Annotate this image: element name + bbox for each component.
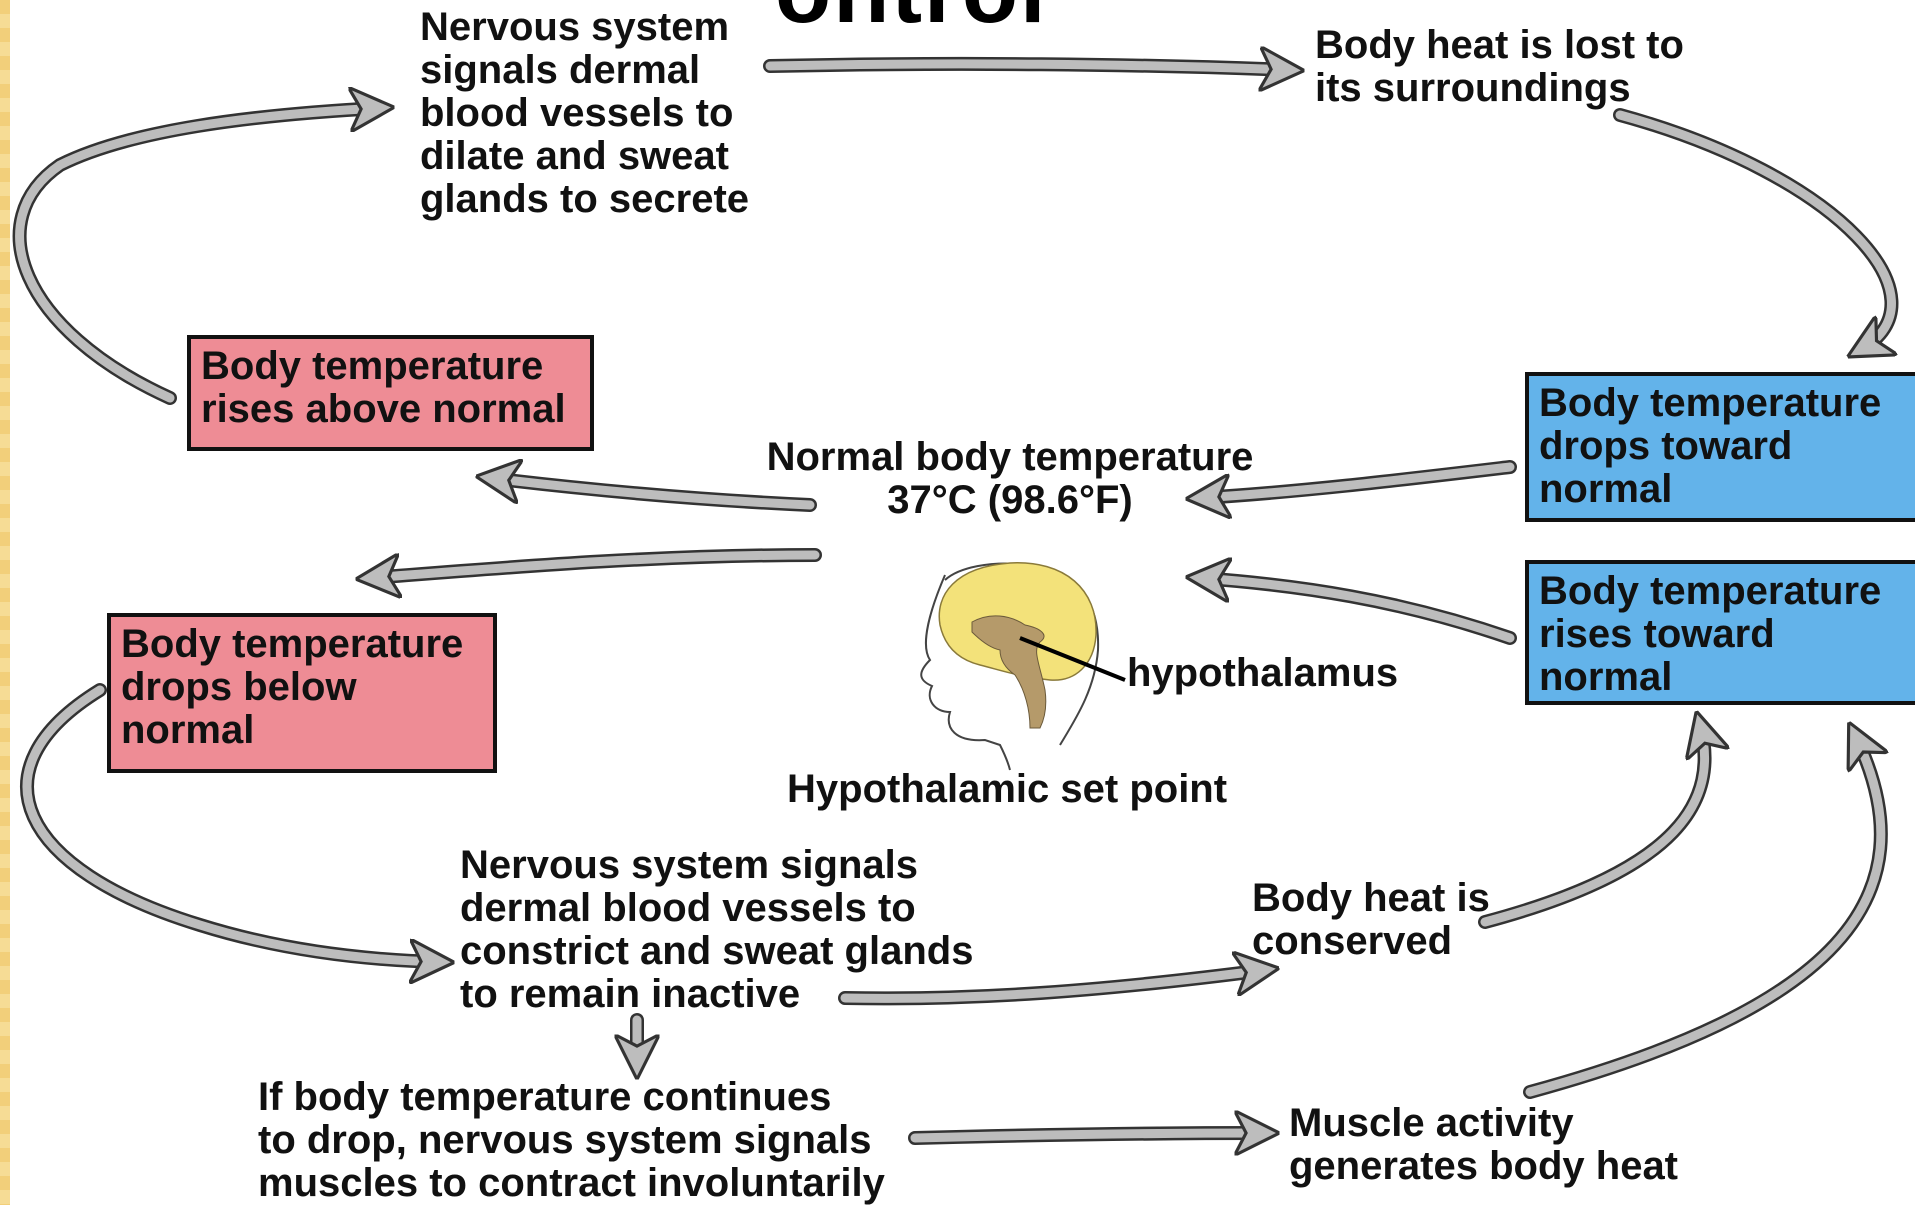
text-continues-drop: If body temperature continues to drop, n… — [258, 1076, 885, 1205]
text-normal-body-temperature: Normal body temperature 37°C (98.6°F) — [740, 436, 1280, 522]
label-hypothalamus: hypothalamus — [1127, 652, 1398, 695]
text-nervous-dilate: Nervous system signals dermal blood vess… — [420, 6, 749, 221]
label-hypothalamic-set-point: Hypothalamic set point — [787, 768, 1227, 811]
arrow-rises-toward-to-normal — [1200, 578, 1510, 638]
arrow-heat-conserved-to-rises-toward — [1485, 725, 1705, 922]
text-heat-conserved: Body heat is conserved — [1252, 877, 1490, 963]
text-muscle-activity: Muscle activity generates body heat — [1289, 1102, 1678, 1188]
head-brain-icon — [921, 563, 1125, 770]
box-drops-toward-normal: Body temperature drops toward normal — [1525, 372, 1915, 522]
text-heat-lost: Body heat is lost to its surroundings — [1315, 24, 1684, 110]
box-rises-toward-normal: Body temperature rises toward normal — [1525, 560, 1915, 705]
box-rises-above-normal: Body temperature rises above normal — [187, 335, 594, 451]
text-nervous-constrict: Nervous system signals dermal blood vess… — [460, 844, 973, 1016]
box-drops-below-normal: Body temperature drops below normal — [107, 613, 497, 773]
